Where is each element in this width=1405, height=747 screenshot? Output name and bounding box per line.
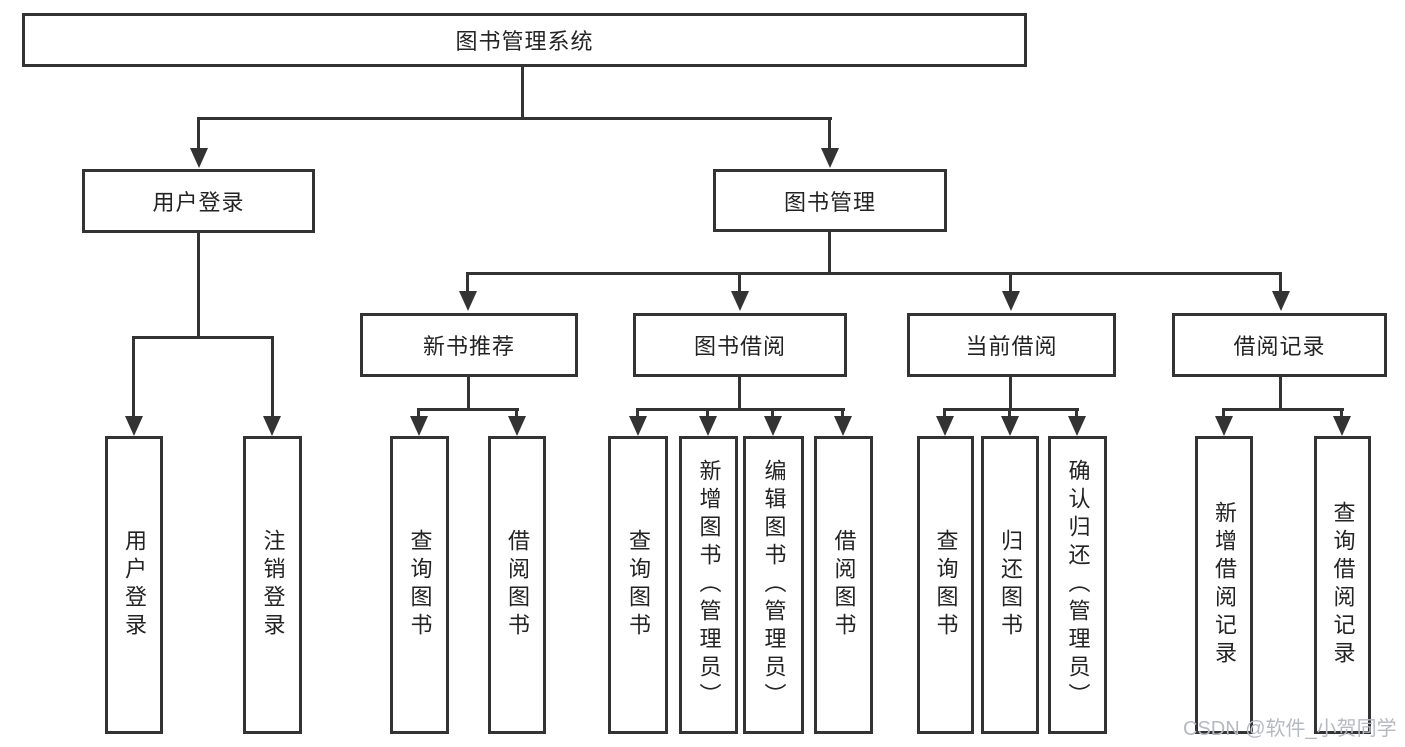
node-current-borrowing: 当前借阅	[907, 313, 1116, 377]
arrowhead-icon	[764, 416, 782, 436]
connector-line	[1009, 377, 1012, 411]
leaf-borrow-books-label: 借阅图书	[831, 529, 857, 641]
connector-line	[1222, 408, 1225, 418]
connector-line	[132, 336, 274, 339]
connector-line	[466, 272, 469, 293]
node-borrowing-records: 借阅记录	[1172, 313, 1387, 377]
leaf-return-book-label: 归还图书	[998, 529, 1023, 641]
leaf-borrow-books: 借阅图书	[814, 436, 873, 734]
arrowhead-icon	[459, 291, 477, 311]
connector-line	[1075, 408, 1078, 418]
connector-line	[828, 117, 831, 150]
connector-line	[738, 377, 741, 411]
leaf-user-login: 用户登录	[105, 436, 163, 734]
connector-line	[636, 408, 639, 418]
connector-line	[1340, 408, 1343, 418]
arrowhead-icon	[1272, 291, 1290, 311]
leaf-edit-book-admin-label: 编辑图书（管理员）	[761, 459, 787, 711]
connector-line	[197, 233, 200, 338]
node-book-management: 图书管理	[713, 169, 947, 232]
connector-line	[943, 408, 946, 418]
connector-line	[521, 67, 524, 117]
arrowhead-icon	[1002, 291, 1020, 311]
node-book-management-label: 图书管理	[783, 189, 876, 215]
connector-line	[1008, 408, 1011, 418]
connector-line	[771, 408, 774, 418]
connector-line	[706, 408, 709, 418]
arrowhead-icon	[508, 416, 526, 436]
connector-line	[467, 377, 470, 411]
leaf-add-borrow-record-label: 新增借阅记录	[1212, 501, 1237, 669]
connector-line	[197, 117, 200, 150]
connector-line	[1009, 272, 1012, 293]
arrowhead-icon	[834, 416, 852, 436]
node-current-borrowing-label: 当前借阅	[965, 334, 1058, 359]
leaf-confirm-return-admin: 确认归还（管理员）	[1048, 436, 1107, 734]
connector-line	[515, 408, 518, 418]
node-user-login: 用户登录	[82, 169, 315, 233]
connector-line	[1222, 408, 1344, 411]
leaf-query-books-recommend-label: 查询图书	[407, 529, 433, 641]
leaf-borrow-books-recommend: 借阅图书	[488, 436, 546, 734]
node-book-borrowing: 图书借阅	[633, 313, 847, 377]
arrowhead-icon	[410, 416, 428, 436]
connector-line	[467, 272, 1282, 275]
leaf-add-book-admin-label: 新增图书（管理员）	[696, 459, 722, 711]
arrowhead-icon	[936, 416, 954, 436]
node-user-login-label: 用户登录	[152, 190, 245, 215]
leaf-add-book-admin: 新增图书（管理员）	[679, 436, 738, 734]
leaf-query-books-borrow-label: 查询图书	[626, 529, 651, 641]
connector-line	[738, 272, 741, 293]
arrowhead-icon	[190, 148, 208, 168]
leaf-borrow-books-recommend-label: 借阅图书	[505, 529, 530, 641]
connector-line	[132, 336, 135, 417]
leaf-add-borrow-record: 新增借阅记录	[1195, 436, 1253, 734]
arrowhead-icon	[629, 416, 647, 436]
leaf-query-books-borrow: 查询图书	[608, 436, 668, 734]
leaf-logout: 注销登录	[243, 436, 302, 734]
connector-line	[841, 408, 844, 418]
connector-line	[1279, 272, 1282, 293]
node-book-borrowing-label: 图书借阅	[693, 334, 786, 359]
connector-line	[197, 117, 832, 120]
node-new-book-recommend: 新书推荐	[360, 313, 578, 377]
connector-line	[417, 408, 420, 418]
node-new-book-recommend-label: 新书推荐	[422, 334, 515, 359]
leaf-logout-label: 注销登录	[260, 529, 286, 641]
connector-line	[417, 408, 519, 411]
arrowhead-icon	[1001, 416, 1019, 436]
node-library-system-label: 图书管理系统	[455, 29, 594, 54]
leaf-edit-book-admin: 编辑图书（管理员）	[743, 436, 804, 734]
arrowhead-icon	[731, 291, 749, 311]
arrowhead-icon	[263, 416, 281, 436]
node-library-system: 图书管理系统	[22, 13, 1027, 67]
leaf-query-borrow-record-label: 查询借阅记录	[1330, 501, 1356, 669]
leaf-query-books-current: 查询图书	[917, 436, 974, 734]
arrowhead-icon	[1068, 416, 1086, 436]
connector-line	[1279, 377, 1282, 411]
node-borrowing-records-label: 借阅记录	[1233, 334, 1326, 359]
leaf-return-book: 归还图书	[981, 436, 1039, 734]
arrowhead-icon	[125, 416, 143, 436]
arrowhead-icon	[1215, 416, 1233, 436]
connector-line	[828, 232, 831, 275]
watermark: CSDN @软件_小贺同学	[1183, 718, 1397, 740]
arrowhead-icon	[821, 148, 839, 168]
leaf-user-login-label: 用户登录	[122, 529, 147, 641]
arrowhead-icon	[1333, 416, 1351, 436]
leaf-confirm-return-admin-label: 确认归还（管理员）	[1065, 459, 1091, 711]
arrowhead-icon	[699, 416, 717, 436]
connector-line	[271, 336, 274, 417]
leaf-query-borrow-record: 查询借阅记录	[1314, 436, 1371, 734]
leaf-query-books-current-label: 查询图书	[933, 529, 959, 641]
leaf-query-books-recommend: 查询图书	[390, 436, 449, 734]
connector-line	[636, 408, 845, 411]
connector-line	[943, 408, 1079, 411]
